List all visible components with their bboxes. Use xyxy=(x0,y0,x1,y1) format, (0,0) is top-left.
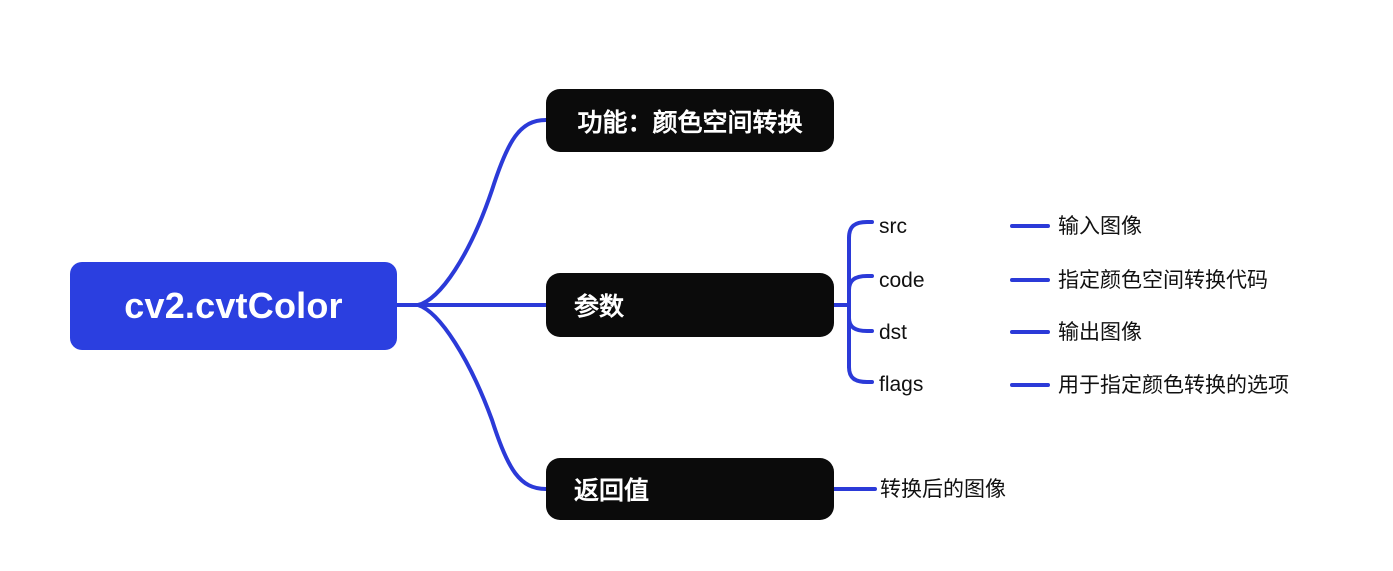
param-name-code: code xyxy=(879,269,925,292)
param-desc-flags: 用于指定颜色转换的选项 xyxy=(1058,374,1289,397)
branch-node-params[interactable]: 参数 xyxy=(546,273,834,337)
edge-root-to-feature xyxy=(416,118,548,307)
param-desc-src: 输入图像 xyxy=(1058,215,1142,238)
edge-param-src xyxy=(847,220,874,240)
edge-param-dst xyxy=(847,316,874,333)
param-name-flags: flags xyxy=(879,373,924,396)
edge-root-to-return xyxy=(416,303,548,491)
root-node-label: cv2.cvtColor xyxy=(124,285,343,326)
param-name-dst: dst xyxy=(879,321,908,344)
param-desc-dst: 输出图像 xyxy=(1058,321,1142,344)
return-desc: 转换后的图像 xyxy=(880,478,1006,501)
branch-node-return[interactable]: 返回值 xyxy=(546,458,834,520)
branch-node-feature-label: 功能：颜色空间转换 xyxy=(577,108,803,137)
root-node[interactable]: cv2.cvtColor xyxy=(70,262,397,350)
branch-node-feature[interactable]: 功能：颜色空间转换 xyxy=(546,89,834,152)
param-name-src: src xyxy=(879,215,907,238)
edge-param-flags xyxy=(847,365,874,384)
branch-node-params-label: 参数 xyxy=(574,293,625,321)
param-desc-code: 指定颜色空间转换代码 xyxy=(1058,269,1268,292)
edge-param-code xyxy=(847,274,874,292)
branch-node-return-label: 返回值 xyxy=(574,477,650,505)
